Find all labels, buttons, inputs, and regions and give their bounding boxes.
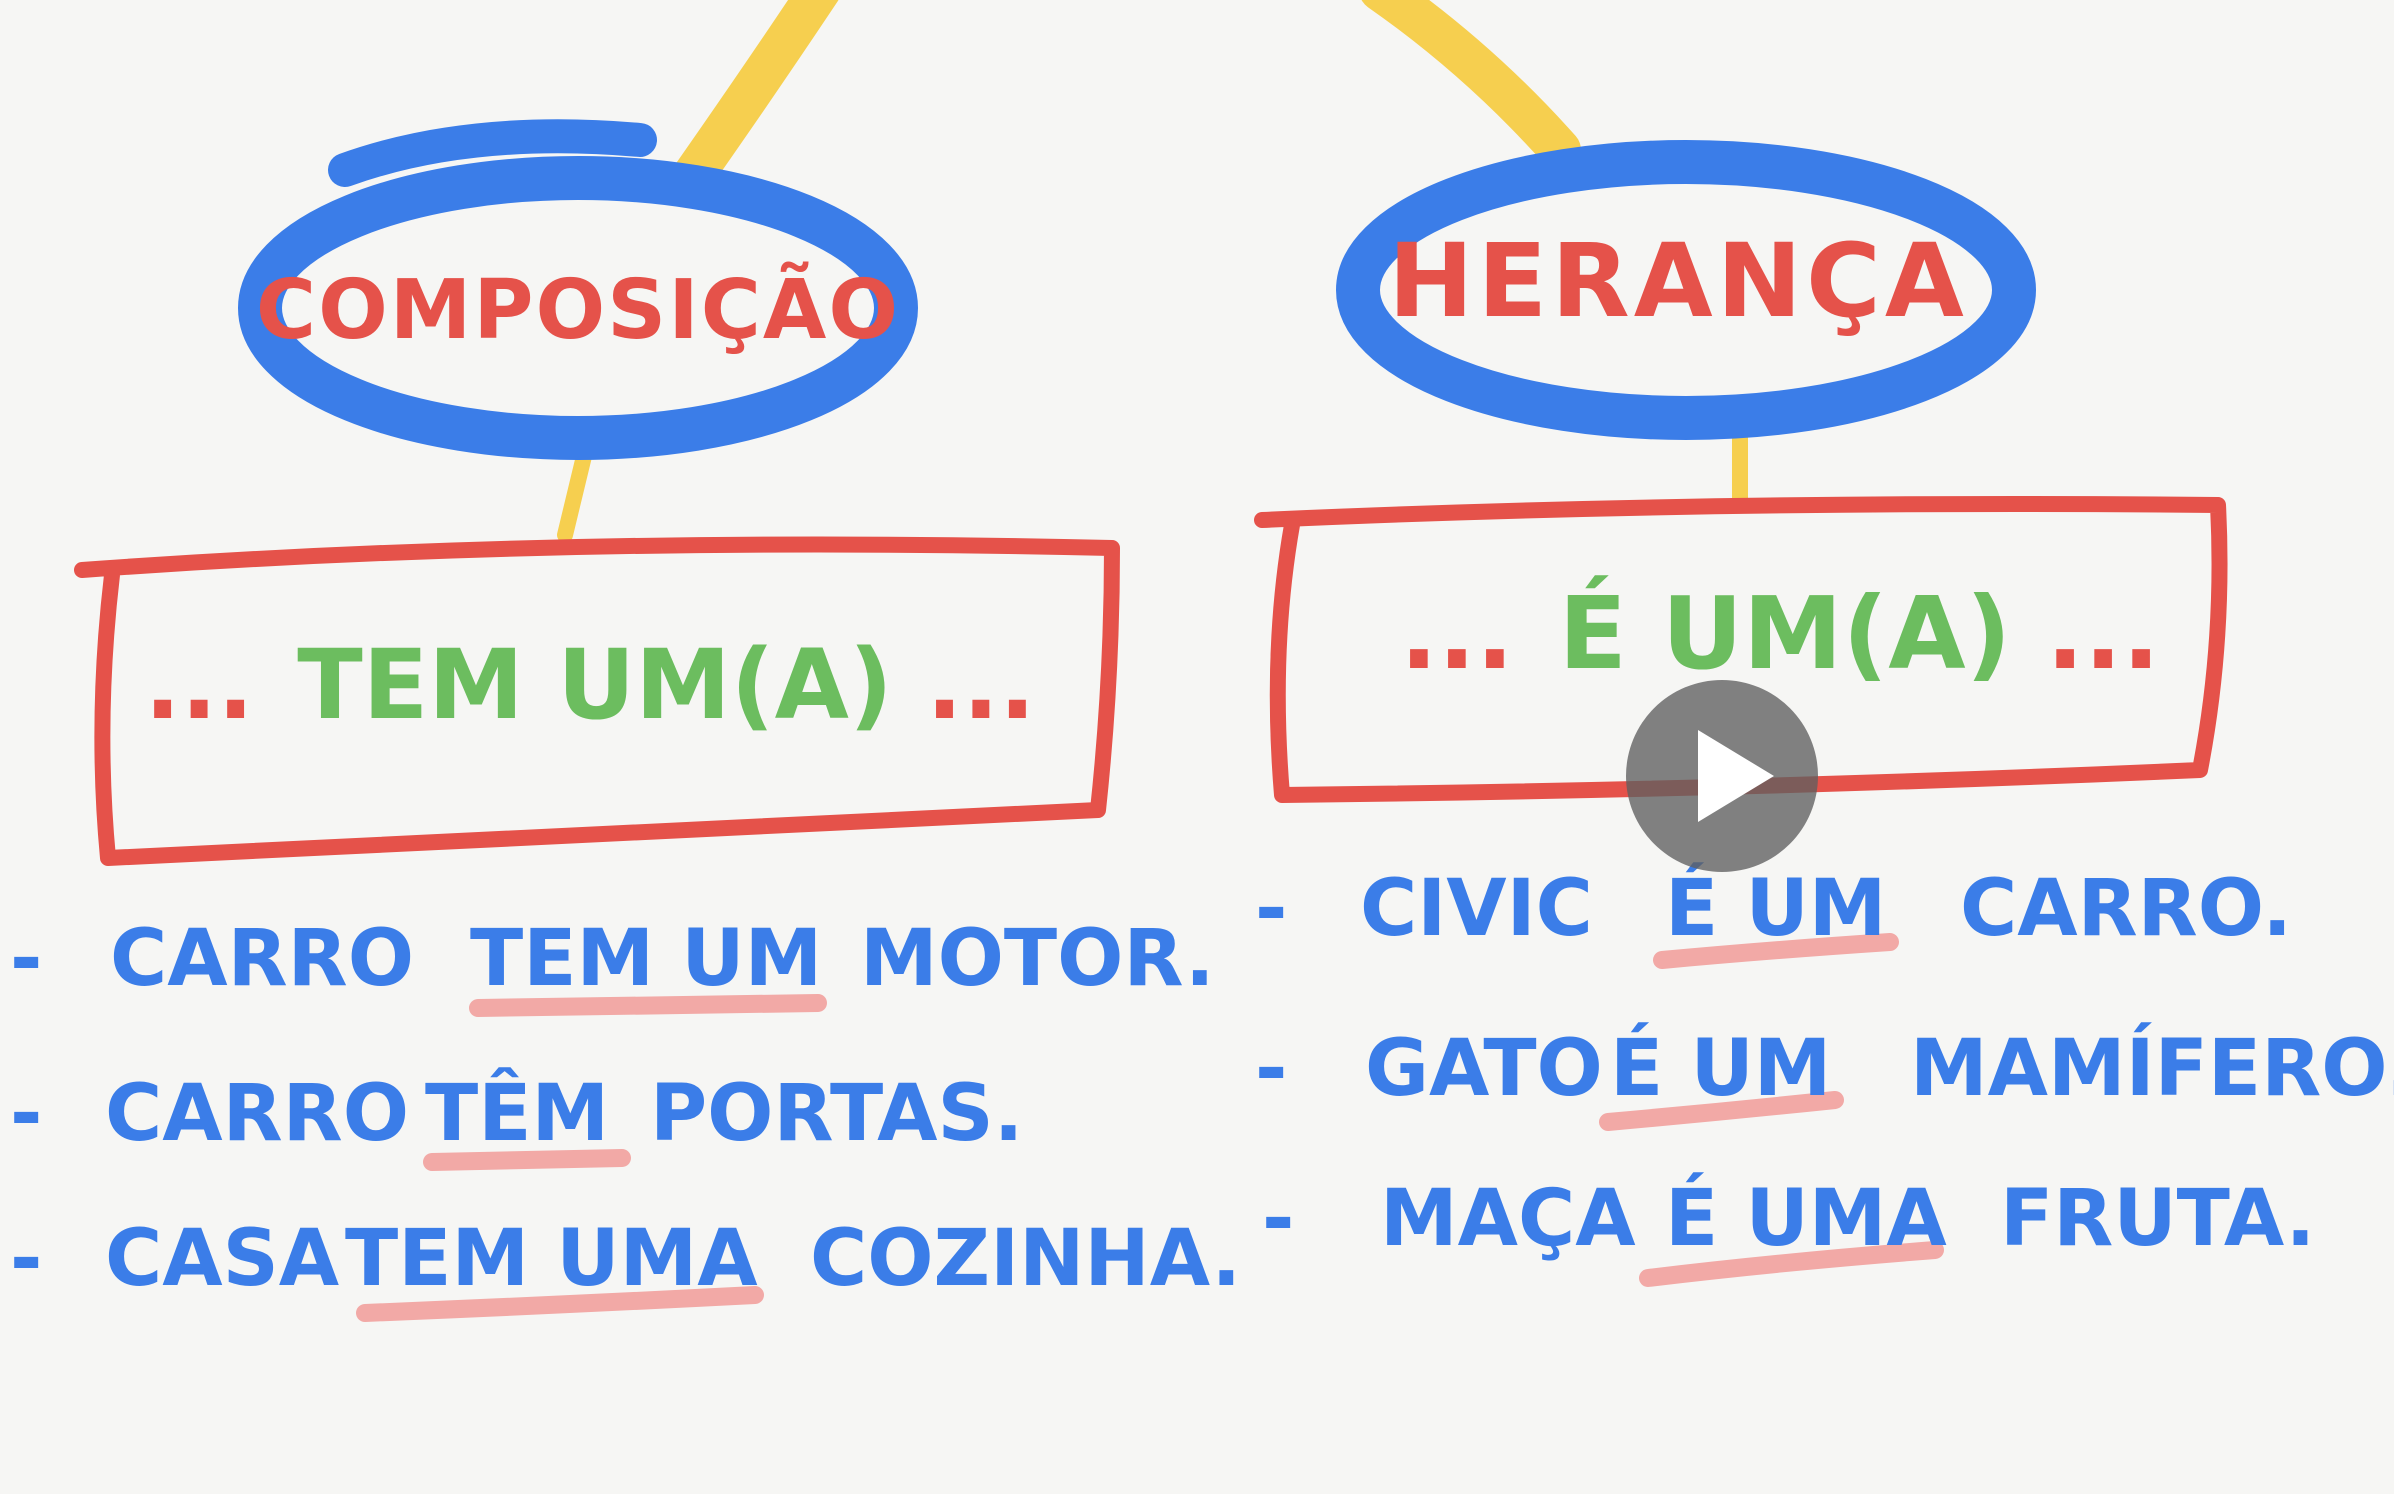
inheritance-ellipse [1336, 140, 2036, 440]
example-bullet: - [1255, 864, 1287, 954]
example-object: MOTOR. [860, 914, 1215, 1004]
example-subject: CARRO [110, 914, 414, 1004]
composition-dots-after: ... [926, 629, 1035, 741]
underline-inheritance-2 [1599, 1091, 1844, 1131]
example-object: FRUTA. [2000, 1174, 2315, 1264]
connector-top-right [1361, 0, 1581, 171]
inheritance-example-2: - GATO É UM MAMÍFERO. [1255, 1022, 2394, 1114]
composition-title: COMPOSIÇÃO [256, 261, 900, 358]
composition-relation: ... TEM UM(A) ... [144, 629, 1035, 741]
composition-examples: - CARRO TEM UM MOTOR. - CARRO TÊM PORTAS… [10, 914, 1241, 1304]
example-object: MAMÍFERO. [1910, 1022, 2394, 1114]
example-object: PORTAS. [650, 1069, 1023, 1159]
connector-top-left [669, 0, 839, 201]
inheritance-example-1: - CIVIC É UM CARRO. [1255, 862, 2292, 954]
composition-example-1: - CARRO TEM UM MOTOR. [10, 914, 1215, 1004]
underline-inheritance-1 [1653, 933, 1899, 969]
example-subject: MAÇA [1380, 1174, 1636, 1264]
example-bullet: - [10, 1069, 42, 1159]
inheritance-relation-text: É UM(A) [1559, 575, 2012, 692]
inheritance-example-3: - MAÇA É UMA FRUTA. [1262, 1172, 2315, 1264]
example-subject: CASA [105, 1214, 339, 1304]
inheritance-dots-before: ... [1400, 575, 1514, 692]
inheritance-title: HERANÇA [1388, 222, 1968, 341]
example-verb: TEM UM [470, 914, 822, 1004]
composition-ellipse [238, 156, 918, 460]
underline-inheritance-3 [1639, 1241, 1944, 1287]
play-icon [1698, 730, 1774, 822]
inheritance-box [1254, 496, 2228, 803]
inheritance-relation: ... É UM(A) ... [1400, 575, 2160, 692]
example-bullet: - [10, 1214, 42, 1304]
underline-composition-3 [356, 1286, 764, 1322]
composition-dots-before: ... [144, 629, 253, 741]
composition-example-2: - CARRO TÊM PORTAS. [10, 1067, 1023, 1159]
inheritance-dots-after: ... [2046, 575, 2160, 692]
example-bullet: - [10, 914, 42, 1004]
example-object: COZINHA. [810, 1214, 1241, 1304]
example-verb: É UM [1665, 862, 1886, 954]
example-bullet: - [1262, 1174, 1294, 1264]
play-button[interactable] [1626, 680, 1818, 872]
example-subject: CARRO [105, 1069, 409, 1159]
example-subject: CIVIC [1360, 864, 1593, 954]
underline-composition-1 [469, 994, 827, 1017]
example-verb: É UMA [1665, 1172, 1947, 1264]
composition-relation-text: TEM UM(A) [297, 629, 893, 741]
example-verb: TÊM [425, 1067, 609, 1159]
example-verb: TEM UMA [345, 1214, 758, 1304]
example-object: CARRO. [1960, 864, 2292, 954]
composition-ellipse-stroke [328, 119, 657, 187]
composition-box [74, 536, 1120, 866]
composition-example-3: - CASA TEM UMA COZINHA. [10, 1214, 1241, 1304]
example-verb: É UM [1610, 1022, 1831, 1114]
example-subject: GATO [1365, 1024, 1603, 1114]
example-bullet: - [1255, 1024, 1287, 1114]
inheritance-examples: - CIVIC É UM CARRO. - GATO É UM MAMÍFERO… [1255, 862, 2394, 1264]
underline-composition-2 [423, 1149, 631, 1171]
connector-composition-box [557, 444, 593, 543]
